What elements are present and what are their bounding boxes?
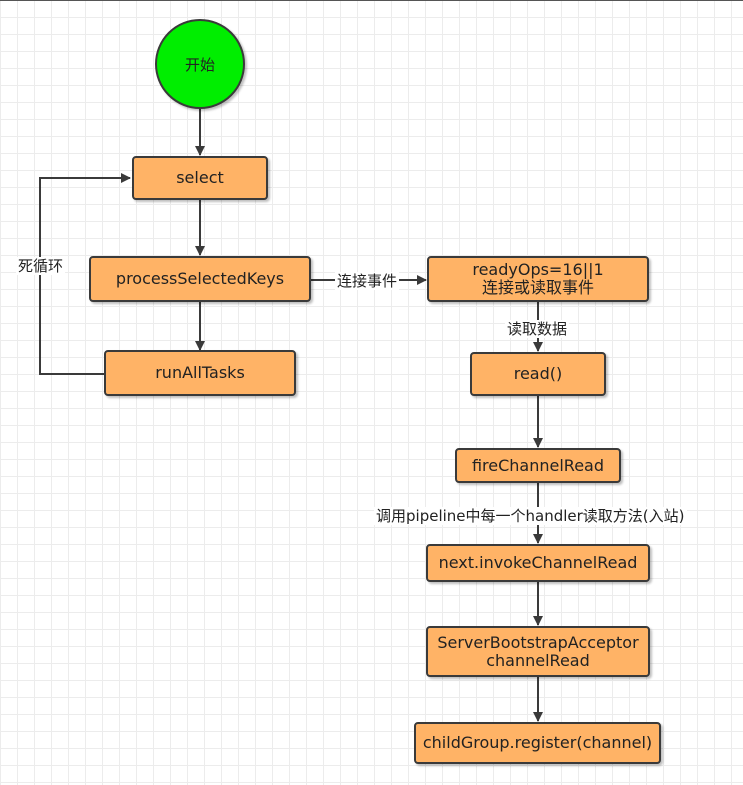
fire-channel-read-label: fireChannelRead <box>471 455 605 475</box>
child-group-register-label: childGroup.register(channel) <box>422 733 653 752</box>
top-border <box>0 0 743 1</box>
process-selected-keys-node: processSelectedKeys <box>89 256 311 302</box>
start-label: 开始 <box>184 55 215 74</box>
server-bootstrap-acceptor-node: ServerBootstrapAcceptor channelRead <box>426 626 650 677</box>
child-group-register-node: childGroup.register(channel) <box>414 722 661 764</box>
server-bootstrap-label-line2: channelRead <box>486 650 590 670</box>
process-selected-keys-label: processSelectedKeys <box>115 269 285 288</box>
ready-ops-label-line2: 连接或读取事件 <box>481 278 594 297</box>
start-node: 开始 <box>155 19 245 109</box>
ready-ops-label-line1: readyOps=16||1 <box>472 260 604 279</box>
read-data-edge-label: 读取数据 <box>505 320 570 338</box>
select-node: select <box>132 156 268 200</box>
server-bootstrap-label-line1: ServerBootstrapAcceptor <box>437 632 639 652</box>
next-invoke-channel-read-node: next.invokeChannelRead <box>426 544 650 582</box>
read-label: read() <box>513 364 563 383</box>
run-all-tasks-node: runAllTasks <box>104 350 296 396</box>
loop-edge-label: 死循环 <box>16 257 66 275</box>
edge-loop-back <box>39 173 131 375</box>
ready-ops-node: readyOps=16||1 连接或读取事件 <box>427 256 649 302</box>
run-all-tasks-label: runAllTasks <box>155 363 245 382</box>
next-invoke-channel-read-label: next.invokeChannelRead <box>438 553 638 572</box>
read-node: read() <box>470 352 606 396</box>
pipeline-call-edge-label: 调用pipeline中每一个handler读取方法(入站) <box>374 507 687 525</box>
connect-event-edge-label: 连接事件 <box>335 272 400 290</box>
select-label: select <box>176 168 224 187</box>
fire-channel-read-node: fireChannelRead <box>455 448 621 483</box>
